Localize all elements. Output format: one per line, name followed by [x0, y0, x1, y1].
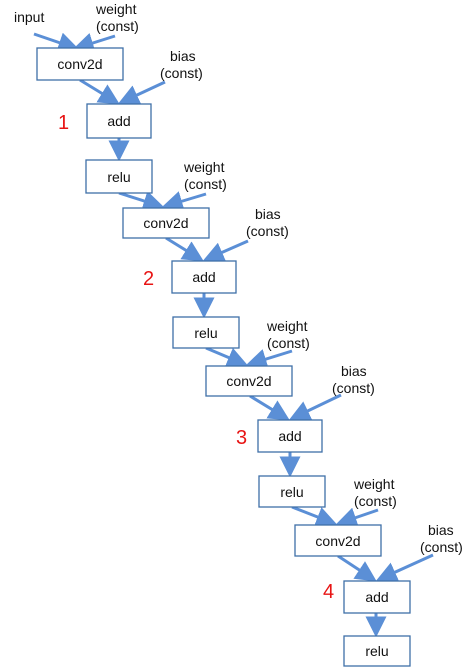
add-node-1: add [86, 103, 152, 139]
weight-label: weight [353, 476, 395, 492]
step-number-1: 1 [58, 112, 69, 134]
edges [33, 32, 434, 638]
step-number-3: 3 [236, 427, 247, 449]
node-label: conv2d [226, 373, 271, 389]
arrow-relu-2-to-conv2d-3 [205, 346, 249, 368]
add-node-3: add [257, 419, 323, 453]
node-label: add [192, 269, 215, 285]
relu-node-3: relu [258, 475, 326, 508]
add-node-2: add [171, 260, 237, 294]
bias-label: bias [341, 363, 367, 379]
node-label: relu [107, 169, 130, 185]
relu-node-1: relu [85, 159, 153, 194]
node-label: add [107, 113, 130, 129]
const-tag: (const) [246, 223, 289, 239]
arrow-bias-4-to-add-4 [375, 553, 434, 582]
arrow-weight-1-to-conv2d-1 [72, 33, 116, 54]
const-tag: (const) [354, 493, 397, 509]
bias-label: bias [428, 522, 454, 538]
const-bias-2: bias (const) [246, 206, 289, 239]
add-node-4: add [343, 580, 411, 614]
bias-label: bias [255, 206, 281, 222]
arrow-bias-2-to-add-2 [202, 239, 249, 262]
arrow-weight-2-to-conv2d-2 [161, 191, 207, 212]
const-tag: (const) [160, 65, 203, 81]
arrow-relu-3-to-conv2d-4 [291, 505, 338, 527]
weight-label: weight [95, 1, 137, 17]
step-number-2: 2 [143, 268, 154, 290]
const-weight-2: weight (const) [183, 159, 227, 192]
const-tag: (const) [96, 18, 139, 34]
arrow-conv2d-4-to-add-4 [337, 554, 377, 582]
const-weight-1: weight (const) [95, 1, 139, 34]
arrow-bias-1-to-add-1 [117, 80, 166, 105]
relu-node-4: relu [343, 635, 411, 667]
const-weight-4: weight (const) [353, 476, 397, 509]
weight-label: weight [266, 318, 308, 334]
node-label: add [365, 589, 388, 605]
arrow-conv2d-3-to-add-3 [249, 394, 290, 421]
const-bias-4: bias (const) [420, 522, 463, 555]
arrow-relu-1-to-conv2d-2 [118, 191, 165, 212]
node-label: add [278, 428, 301, 444]
arrow-conv2d-1-to-add-1 [79, 78, 120, 105]
conv2d-node-2: conv2d [122, 207, 210, 239]
input-label: input [14, 9, 44, 25]
bias-label: bias [170, 48, 196, 64]
step-number-4: 4 [323, 581, 334, 603]
const-tag: (const) [332, 380, 375, 396]
conv2d-node-1: conv2d [36, 47, 124, 81]
arrow-bias-3-to-add-3 [288, 393, 342, 421]
arrow-conv2d-2-to-add-2 [165, 236, 204, 262]
node-label: conv2d [57, 56, 102, 72]
node-label: relu [194, 325, 217, 341]
arrow-weight-4-to-conv2d-4 [335, 507, 379, 528]
relu-node-2: relu [172, 316, 240, 349]
conv2d-node-4: conv2d [294, 524, 382, 557]
const-weight-3: weight (const) [266, 318, 310, 351]
const-tag: (const) [420, 539, 463, 555]
arrow-weight-3-to-conv2d-3 [245, 349, 293, 370]
conv2d-node-3: conv2d [205, 365, 293, 397]
node-label: relu [280, 484, 303, 500]
node-label: conv2d [143, 215, 188, 231]
node-label: relu [365, 643, 388, 659]
const-bias-3: bias (const) [332, 363, 375, 396]
const-tag: (const) [184, 176, 227, 192]
weight-label: weight [183, 159, 225, 175]
const-bias-1: bias (const) [160, 48, 203, 81]
node-label: conv2d [315, 533, 360, 549]
const-tag: (const) [267, 335, 310, 351]
arrow-input-to-conv2d-1 [33, 32, 80, 53]
